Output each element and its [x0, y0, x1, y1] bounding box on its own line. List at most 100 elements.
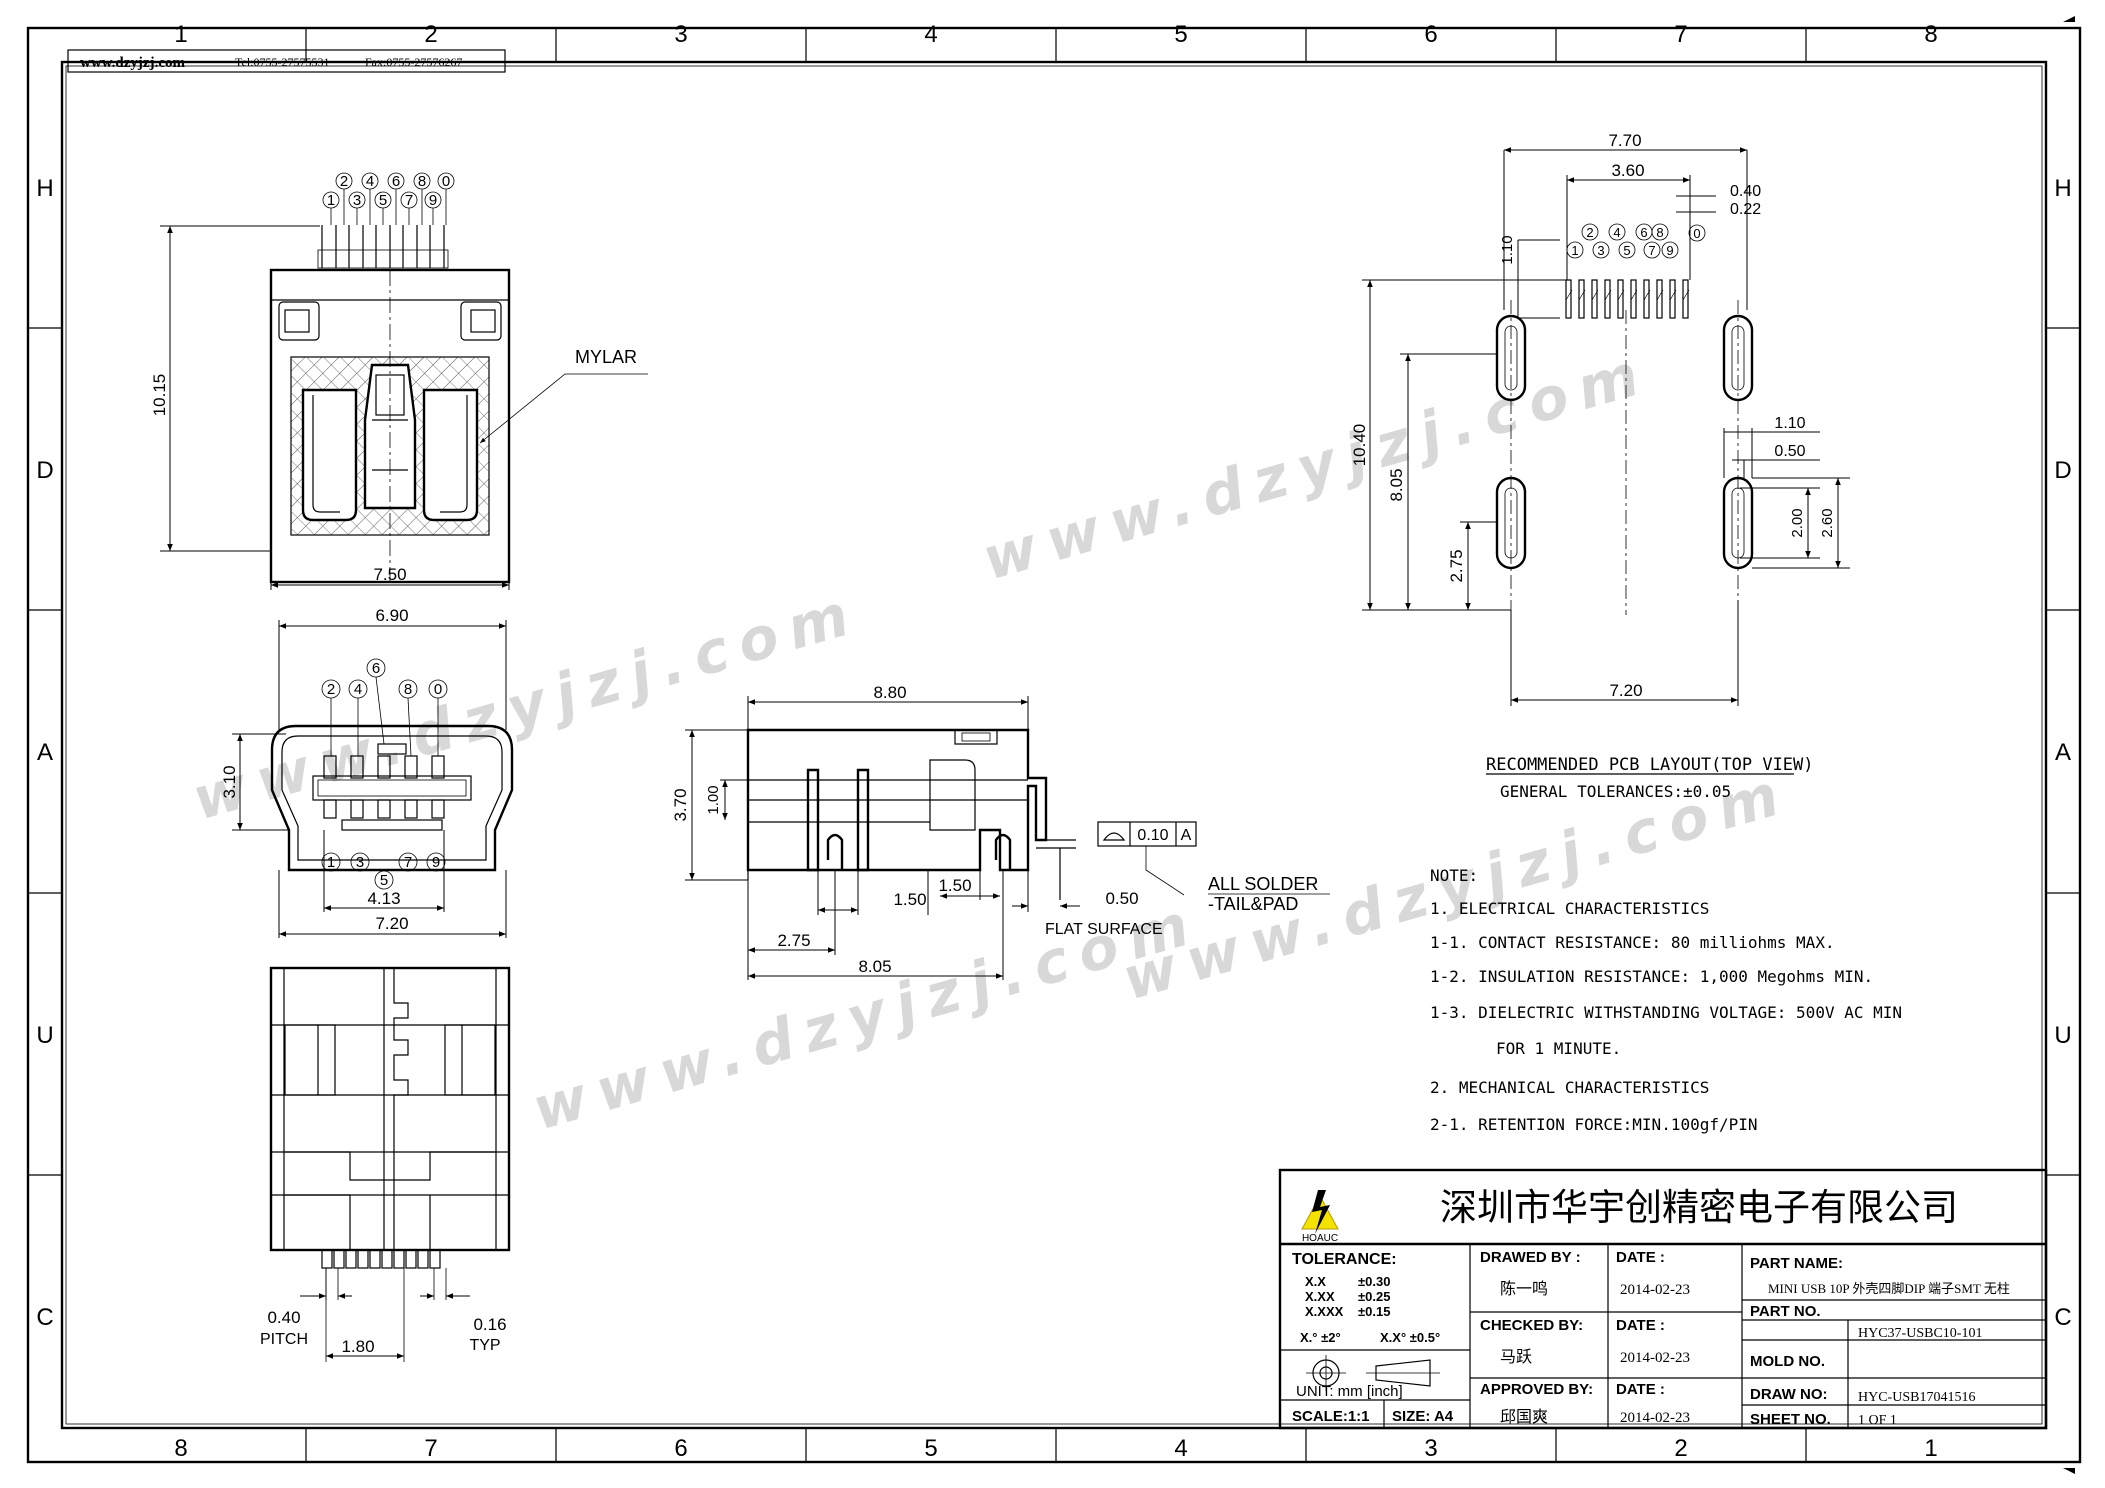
pcb-pin-label-8: 8 [1656, 225, 1663, 240]
dim-3-10: 3.10 [220, 765, 239, 798]
unit-label: UNIT: mm [inch] [1296, 1383, 1403, 1400]
zone-bottom-7: 7 [424, 1435, 437, 1462]
dim-2-00: 2.00 [1789, 508, 1806, 537]
sheet-no-label: SHEET NO. [1750, 1411, 1831, 1428]
pcb-pin-label-6: 6 [1640, 225, 1647, 240]
pin-label-2: 2 [340, 173, 348, 190]
general-tolerance: GENERAL TOLERANCES:±0.05 [1500, 782, 1731, 801]
zone-bottom-4: 4 [1174, 1435, 1187, 1462]
mold-no-label: MOLD NO. [1750, 1353, 1825, 1370]
tol-x-xxx: X.XXX [1305, 1304, 1344, 1319]
dim-1-10-a: 1.10 [1499, 235, 1516, 264]
pcb-pin-label-3: 3 [1597, 243, 1604, 258]
zone-bottom-3: 3 [1424, 1435, 1437, 1462]
pcb-pin-label-5: 5 [1623, 243, 1630, 258]
mylar-label: MYLAR [575, 347, 637, 367]
approved-by-label: APPROVED BY: [1480, 1381, 1593, 1398]
zone-top-2: 2 [424, 21, 437, 48]
face-pin-label-1: 1 [327, 854, 335, 871]
pin-label-6: 6 [392, 173, 400, 190]
flatness-datum: A [1181, 827, 1192, 844]
flatness-value: 0.10 [1137, 827, 1168, 844]
header-fax: Fax:0755-27576267 [365, 55, 462, 69]
header-tel: Tel:0755-27575531 [235, 55, 329, 69]
date-value-3: 2014-02-23 [1620, 1410, 1690, 1426]
date-label-3: DATE : [1616, 1381, 1665, 1398]
dim-1-10-b: 1.10 [1774, 415, 1805, 432]
zone-bottom-1: 1 [1924, 1435, 1937, 1462]
zone-top-7: 7 [1674, 21, 1687, 48]
face-pin-label-2: 2 [327, 681, 335, 698]
part-name-value: MINI USB 10P 外壳四脚DIP 端子SMT 无柱 [1768, 1281, 2010, 1296]
face-pin-label-7: 7 [404, 854, 412, 871]
zone-left-d: D [36, 457, 53, 484]
dim-8-05-pcb: 8.05 [1387, 468, 1406, 501]
face-pin-label-10: 0 [434, 681, 442, 698]
watermark-2: www.dzyjzj.com [185, 578, 867, 834]
zone-right-d: D [2054, 457, 2071, 484]
tail-pad-label: -TAIL&PAD [1208, 894, 1298, 914]
dim-3-60: 3.60 [1611, 161, 1644, 180]
view-front-face: 6.90 2 4 6 8 0 1 3 5 7 9 [220, 606, 514, 938]
size-label: SIZE: A4 [1392, 1408, 1454, 1425]
tolerance-head: TOLERANCE: [1292, 1251, 1397, 1268]
zone-left-c: C [36, 1304, 53, 1331]
pin-label-4: 4 [366, 173, 374, 190]
tol-x-xx-value: ±0.25 [1358, 1289, 1390, 1304]
note-line-7: 2-1. RETENTION FORCE:MIN.100gf/PIN [1430, 1115, 1758, 1134]
zone-bottom-5: 5 [924, 1435, 937, 1462]
zone-right-h: H [2054, 175, 2071, 202]
dim-0-50-pcb: 0.50 [1774, 443, 1805, 460]
zone-right-a: A [2055, 739, 2071, 766]
pin-label-7: 7 [405, 192, 413, 209]
pcb-pin-label-9: 9 [1666, 243, 1673, 258]
note-line-2: 1-1. CONTACT RESISTANCE: 80 milliohms MA… [1430, 933, 1835, 952]
note-line-5: FOR 1 MINUTE. [1496, 1039, 1621, 1058]
projection-symbol [1306, 1355, 1440, 1391]
face-pin-label-8: 8 [404, 681, 412, 698]
zone-top-6: 6 [1424, 21, 1437, 48]
face-pin-label-5: 5 [380, 872, 388, 889]
zone-markers: 1 2 3 4 5 6 7 8 8 7 6 5 4 3 2 1 H D A U … [28, 21, 2080, 1462]
view-front-top: 2 4 6 8 0 1 3 5 7 9 [150, 172, 648, 590]
zone-top-8: 8 [1924, 21, 1937, 48]
pcb-pin-label-10: 0 [1693, 226, 1700, 241]
note-line-1: 1. ELECTRICAL CHARACTERISTICS [1430, 899, 1709, 918]
face-pin-label-4: 4 [354, 681, 362, 698]
zone-left-u: U [36, 1022, 53, 1049]
approved-by-value: 邱国爽 [1500, 1408, 1548, 1426]
zone-top-1: 1 [174, 21, 187, 48]
note-line-3: 1-2. INSULATION RESISTANCE: 1,000 Megohm… [1430, 967, 1873, 986]
draw-no-value: HYC-USB17041516 [1858, 1390, 1975, 1405]
drawed-by-value: 陈一鸣 [1500, 1280, 1548, 1298]
dim-4-13: 4.13 [367, 889, 400, 908]
dim-3-70: 3.70 [671, 788, 690, 821]
note-head: NOTE: [1430, 866, 1478, 885]
sheet-no-value: 1 OF 1 [1858, 1413, 1897, 1428]
flat-surface-label: FLAT SURFACE [1045, 921, 1163, 938]
tol-x-x-value: ±0.30 [1358, 1274, 1390, 1289]
dim-0-40: 0.40 [1730, 183, 1761, 200]
dim-10-40: 10.40 [1350, 424, 1369, 467]
zone-bottom-2: 2 [1674, 1435, 1687, 1462]
sheet-border [26, 16, 2082, 1474]
dim-2-75-pcb: 2.75 [1447, 549, 1466, 582]
zone-left-h: H [36, 175, 53, 202]
dim-typ: 0.16 [473, 1315, 506, 1334]
dim-2-75: 2.75 [777, 931, 810, 950]
dim-10-15: 10.15 [150, 374, 169, 417]
tol-angle-a: X.° ±2° [1300, 1330, 1341, 1345]
face-pin-label-6: 6 [372, 660, 380, 677]
note-line-4: 1-3. DIELECTRIC WITHSTANDING VOLTAGE: 50… [1430, 1003, 1902, 1022]
checked-by-value: 马跃 [1500, 1348, 1532, 1366]
watermark-1: www.dzyjzj.com [975, 338, 1657, 594]
zone-top-5: 5 [1174, 21, 1187, 48]
tol-angle-b: X.X° ±0.5° [1380, 1330, 1440, 1345]
pcb-pin-label-1: 1 [1571, 243, 1578, 258]
pcb-pin-label-2: 2 [1586, 225, 1593, 240]
pcb-pin-label-7: 7 [1648, 243, 1655, 258]
part-name-label: PART NAME: [1750, 1255, 1843, 1272]
dim-7-70: 7.70 [1608, 131, 1641, 150]
date-label-1: DATE : [1616, 1249, 1665, 1266]
layout-title: RECOMMENDED PCB LAYOUT(TOP VIEW) [1486, 755, 1814, 775]
